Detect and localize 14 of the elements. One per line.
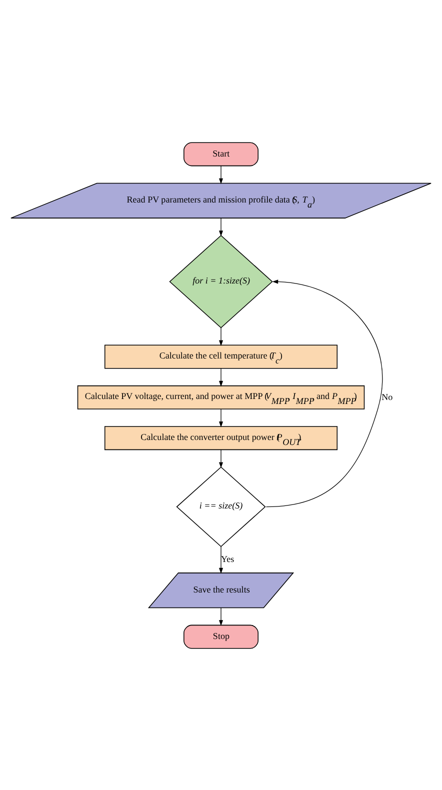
node-box: Start (184, 142, 258, 166)
node-diamond: i == size(S) (176, 466, 266, 546)
arrow (218, 546, 224, 574)
node-box: Stop (184, 624, 258, 648)
edge-label: No (382, 391, 393, 402)
arrow (218, 326, 224, 346)
arrow (218, 408, 224, 427)
arrow (218, 368, 224, 386)
node-diamond: for i = 1:size(S) (169, 234, 273, 328)
arrow (266, 279, 383, 507)
arrow (218, 607, 224, 626)
arrow (218, 217, 224, 236)
arrow (218, 165, 224, 184)
arrow (218, 449, 224, 468)
